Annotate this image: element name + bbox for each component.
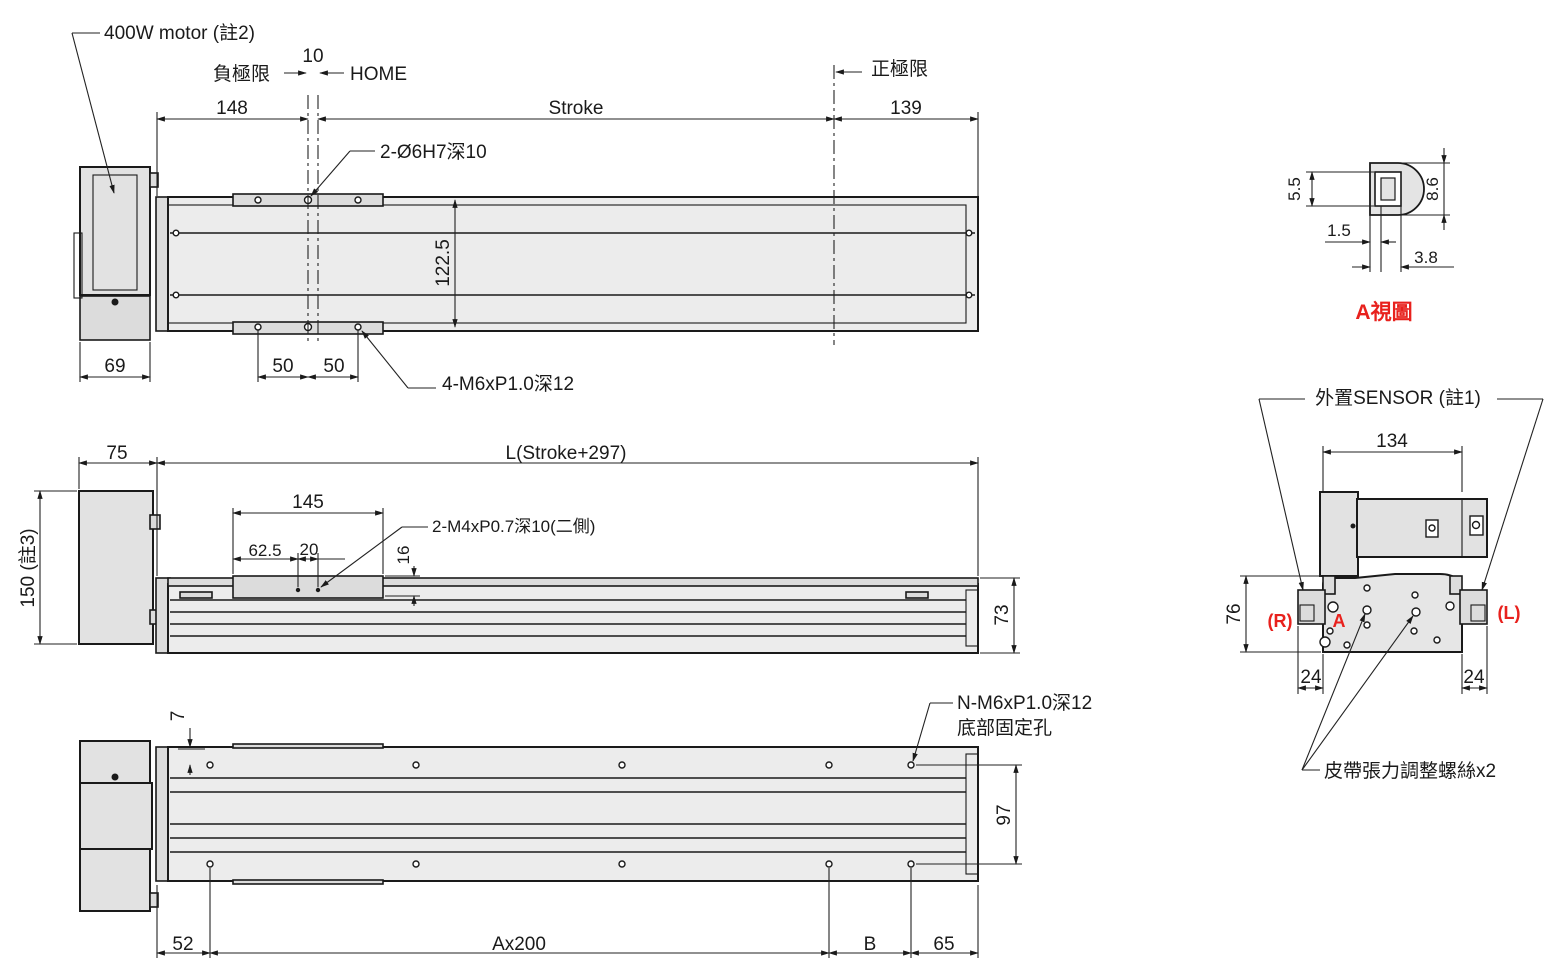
sensor-l (1459, 589, 1488, 625)
home-label: HOME (350, 64, 407, 85)
dim-3-8: 3.8 (1414, 248, 1438, 267)
a-mark: A (1333, 611, 1346, 631)
dim-62-5: 62.5 (248, 541, 281, 560)
dim-20: 20 (300, 540, 319, 559)
dim-75: 75 (106, 443, 127, 464)
r-mark: (R) (1268, 611, 1293, 631)
side-view: 75 L(Stroke+297) 145 62.5 20 16 2-M4xP0.… (17, 443, 1020, 654)
base-tap-label-1: N-M6xP1.0深12 (957, 692, 1092, 714)
dim-24-right: 24 (1463, 667, 1485, 688)
motor-mid-bottom (79, 782, 153, 850)
dim-122-5: 122.5 (433, 239, 454, 287)
dim-69: 69 (104, 356, 125, 377)
dim-148: 148 (216, 98, 248, 119)
motor-inner-top (92, 174, 138, 291)
dim-52: 52 (172, 934, 193, 955)
dim-5-5: 5.5 (1285, 177, 1304, 201)
motor-end-bottom (79, 848, 151, 912)
slider-side (232, 575, 384, 599)
dim-length: L(Stroke+297) (506, 443, 627, 464)
dim-stroke: Stroke (549, 98, 604, 119)
slider-tap-label: 4-M6xP1.0深12 (442, 373, 574, 395)
dim-50a: 50 (272, 356, 293, 377)
sensor-label: 外置SENSOR (註1) (1315, 387, 1481, 409)
rail-inner-top (167, 204, 967, 324)
dim-10: 10 (302, 46, 323, 67)
motor-side-top (73, 232, 83, 299)
view-a-detail: 5.5 8.6 1.5 3.8 A視圖 (1285, 148, 1454, 324)
neg-limit-label: 負極限 (213, 63, 270, 85)
dim-b: B (864, 934, 877, 955)
base-tap-label-2: 底部固定孔 (957, 717, 1052, 739)
dim-65: 65 (933, 934, 954, 955)
motor-side (78, 490, 154, 645)
dim-145: 145 (292, 492, 324, 513)
sensor-r (1297, 589, 1326, 625)
side-tap-label: 2-M4xP0.7深10(二側) (432, 517, 595, 536)
motor-screw-top (111, 298, 119, 306)
motor-body-top (79, 166, 151, 296)
view-a-title: A視圖 (1355, 301, 1412, 324)
bottom-view: 7 N-M6xP1.0深12 底部固定孔 97 52 Ax200 B 65 (79, 692, 1092, 958)
belt-screw-label: 皮帶張力調整螺絲x2 (1324, 760, 1496, 782)
dim-8-6: 8.6 (1423, 177, 1442, 201)
dim-76: 76 (1224, 603, 1245, 624)
l-mark: (L) (1498, 603, 1521, 623)
pin-hole-label: 2-Ø6H7深10 (380, 141, 487, 163)
motor-label: 400W motor (註2) (104, 22, 255, 44)
dim-7: 7 (168, 711, 189, 722)
top-view: 148 Stroke 139 10 負極限 HOME 正極限 400W moto… (71, 22, 979, 395)
dim-1-5: 1.5 (1327, 221, 1351, 240)
motor-bolt-top (149, 172, 159, 188)
dim-16: 16 (394, 546, 413, 565)
dim-134: 134 (1376, 431, 1408, 452)
dim-24-left: 24 (1300, 667, 1322, 688)
rail-body-top (167, 196, 979, 332)
pos-limit-label: 正極限 (871, 58, 928, 80)
rail-body-bottom (167, 746, 979, 882)
dim-139: 139 (890, 98, 922, 119)
dim-ax200: Ax200 (492, 934, 546, 955)
dim-150: 150 (註3) (17, 528, 39, 607)
motor-bolt-side (149, 514, 161, 530)
dim-97: 97 (994, 804, 1015, 825)
rail-top-side (167, 577, 979, 587)
dim-50b: 50 (323, 356, 344, 377)
end-view: 外置SENSOR (註1) 134 (1224, 387, 1544, 782)
dim-73: 73 (992, 604, 1013, 625)
